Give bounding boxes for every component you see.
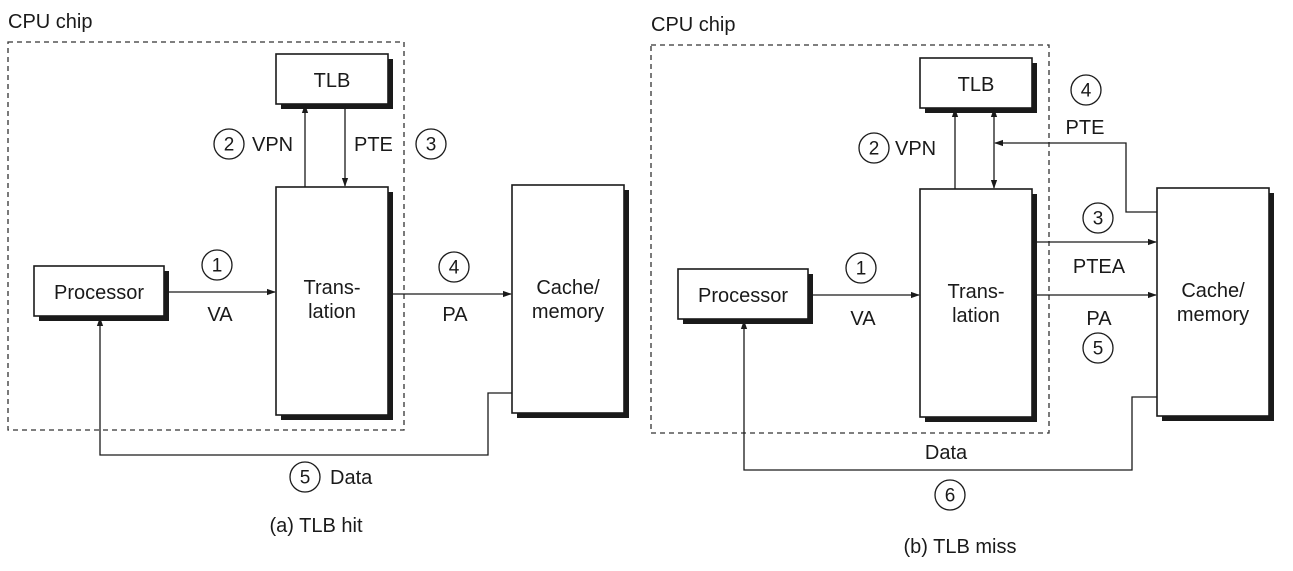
cpu-chip-label: CPU chip: [8, 11, 92, 33]
cache-label-line1: Cache/: [536, 277, 600, 299]
step-5-circle: [1082, 332, 1114, 364]
processor-label: Processor: [54, 282, 144, 304]
step-2-circle: [858, 132, 890, 164]
pa-label: PA: [442, 304, 468, 326]
step-5-number: 5: [300, 468, 311, 489]
step-5-number: 5: [1093, 339, 1104, 360]
step-4-number: 4: [1081, 81, 1092, 102]
cpu-chip-label: CPU chip: [651, 14, 735, 36]
data-arrow: [740, 320, 1157, 471]
vpn-label: VPN: [252, 134, 293, 156]
pa-label: PA: [1086, 308, 1112, 330]
translation-box: [275, 186, 389, 416]
data-label: Data: [925, 442, 968, 464]
cache-label-line2: memory: [1177, 304, 1249, 326]
vpn-label: VPN: [895, 138, 936, 160]
pte-arrow: [994, 139, 1157, 213]
processor-label: Processor: [698, 285, 788, 307]
step-1-circle: [201, 249, 233, 281]
caption-tlb-hit: (a) TLB hit: [270, 515, 363, 537]
step-4-circle: [438, 251, 470, 283]
pte-label: PTE: [1066, 117, 1105, 139]
step-2-number: 2: [224, 135, 235, 156]
diagram-tlb-miss: CPU chip TLB Processor Trans- lation Cac…: [650, 14, 1274, 558]
translation-label-line1: Trans-: [303, 277, 360, 299]
step-5-circle: [289, 461, 321, 493]
step-3-number: 3: [426, 135, 437, 156]
step-1-number: 1: [212, 256, 223, 277]
pte-label: PTE: [354, 134, 393, 156]
step-3-circle: [1082, 202, 1114, 234]
cache-label-line2: memory: [532, 301, 604, 323]
translation-box: [919, 188, 1033, 418]
diagram-tlb-hit: CPU chip TLB Processor Trans- lation Cac…: [7, 11, 629, 537]
step-3-number: 3: [1093, 209, 1104, 230]
cache-memory-box: [1156, 187, 1270, 417]
translation-label-line1: Trans-: [947, 281, 1004, 303]
ptea-label: PTEA: [1073, 256, 1126, 278]
step-4-number: 4: [449, 258, 460, 279]
step-4-circle: [1070, 74, 1102, 106]
translation-label-line2: lation: [308, 301, 356, 323]
va-label: VA: [850, 308, 876, 330]
data-label: Data: [330, 467, 373, 489]
step-1-circle: [845, 252, 877, 284]
tlb-label: TLB: [314, 70, 351, 92]
caption-tlb-miss: (b) TLB miss: [904, 536, 1017, 558]
step-6-circle: [934, 479, 966, 511]
tlb-box: [275, 53, 389, 105]
processor-box: [33, 265, 165, 317]
va-label: VA: [207, 304, 233, 326]
cache-memory-box: [511, 184, 625, 414]
step-2-number: 2: [869, 139, 880, 160]
tlb-label: TLB: [958, 74, 995, 96]
processor-box: [677, 268, 809, 320]
step-2-circle: [213, 128, 245, 160]
cpu-chip-boundary: [7, 41, 405, 431]
data-arrow: [96, 317, 512, 456]
tlb-box: [919, 57, 1033, 109]
step-3-circle: [415, 128, 447, 160]
translation-label-line2: lation: [952, 305, 1000, 327]
cpu-chip-boundary: [650, 44, 1050, 434]
cache-label-line1: Cache/: [1181, 280, 1245, 302]
step-1-number: 1: [856, 259, 867, 280]
step-6-number: 6: [945, 486, 956, 507]
